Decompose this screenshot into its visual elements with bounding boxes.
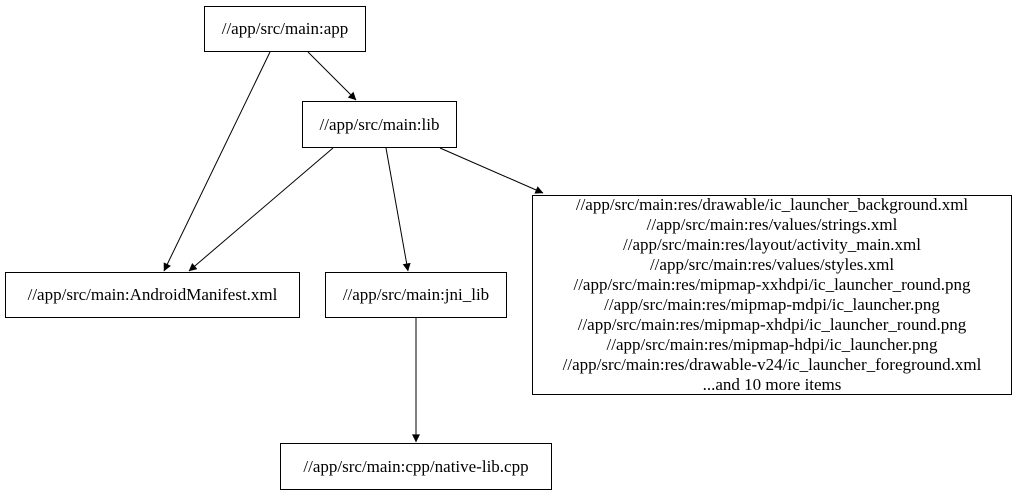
node-lib: //app/src/main:lib [302,101,457,148]
node-android-manifest-label: //app/src/main:AndroidManifest.xml [27,285,278,304]
node-resources: //app/src/main:res/drawable/ic_launcher_… [532,195,1012,395]
res-file-line: //app/src/main:res/mipmap-xhdpi/ic_launc… [577,315,967,334]
edge-lib-to-manifest [188,147,334,272]
node-lib-label: //app/src/main:lib [319,114,440,134]
edge-lib-to-jni-lib [385,147,411,272]
node-jni-lib-label: //app/src/main:jni_lib [342,285,490,304]
res-file-line: //app/src/main:res/mipmap-hdpi/ic_launch… [606,335,938,354]
res-file-line: //app/src/main:res/values/styles.xml [649,255,895,274]
res-file-line: //app/src/main:res/drawable/ic_launcher_… [575,195,969,214]
node-app-label: //app/src/main:app [221,19,349,38]
res-file-line: //app/src/main:res/mipmap-mdpi/ic_launch… [604,295,940,314]
node-native-lib-cpp-label: //app/src/main:cpp/native-lib.cpp [303,456,529,476]
res-more-items-line: ...and 10 more items [702,375,842,394]
node-native-lib-cpp: //app/src/main:cpp/native-lib.cpp [280,443,552,490]
edge-lib-to-res [439,147,544,194]
res-file-line: //app/src/main:res/layout/activity_main.… [623,235,921,254]
res-file-line: //app/src/main:res/values/strings.xml [646,215,898,234]
res-file-line: //app/src/main:res/mipmap-xxhdpi/ic_laun… [573,275,971,294]
res-file-line: //app/src/main:res/drawable-v24/ic_launc… [562,355,982,374]
node-android-manifest: //app/src/main:AndroidManifest.xml [5,272,300,318]
node-app: //app/src/main:app [204,6,366,52]
edge-app-to-manifest [163,51,271,272]
node-jni-lib: //app/src/main:jni_lib [325,272,507,318]
edge-app-to-lib [307,51,357,101]
